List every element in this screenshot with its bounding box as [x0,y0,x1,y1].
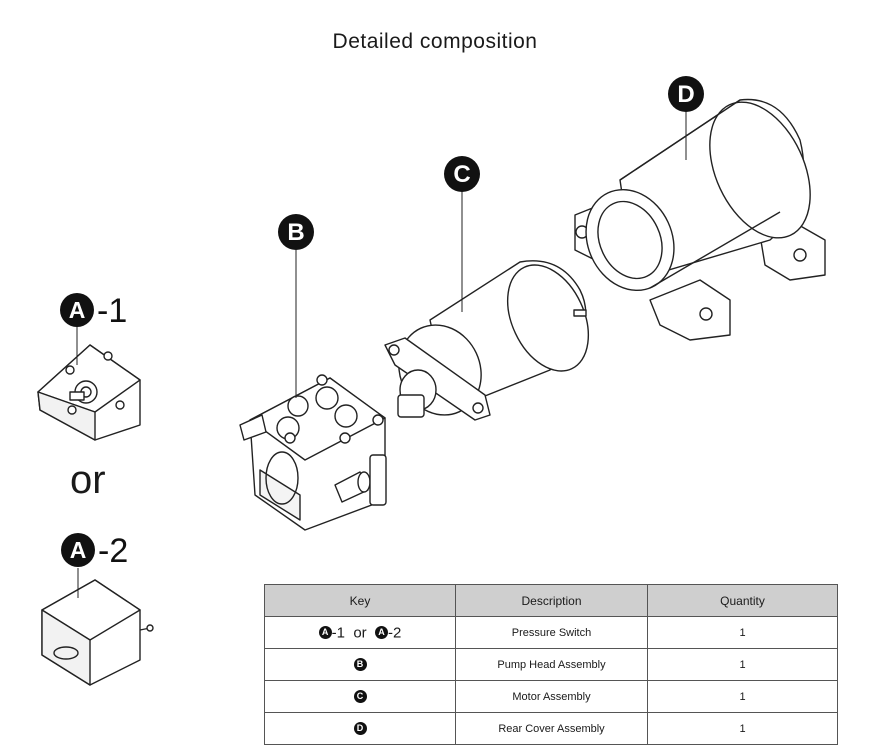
callout-d-badge [668,76,704,112]
key-cell: C [264,680,456,713]
parts-table: Key Description Quantity A-1 or A-2 Pres… [264,584,838,745]
callout-c-letter: C [453,161,470,188]
key-badge: B [353,658,367,671]
quantity-cell: 1 [647,616,838,649]
key-cell: D [264,712,456,745]
callout-a1-badge [60,293,94,327]
pressure-switch-a1-drawing [37,344,141,441]
header-quantity: Quantity [647,584,838,617]
description-cell: Rear Cover Assembly [455,712,648,745]
quantity-cell: 1 [647,712,838,745]
callout-b: B [278,214,314,250]
table-row: C Motor Assembly 1 [264,680,838,713]
or-label: or [70,458,106,502]
header-description: Description [455,584,648,617]
key-badge: A [375,626,389,640]
header-key: Key [264,584,456,617]
rear-cover-assembly-drawing [574,98,826,341]
description-cell: Pressure Switch [455,616,648,649]
key-cell: B [264,648,456,681]
table-row: D Rear Cover Assembly 1 [264,712,838,745]
callout-a2: A -2 [61,532,128,570]
pump-head-assembly-drawing [239,374,387,531]
callout-a2-letter: A [70,537,87,563]
callout-b-letter: B [287,219,304,246]
callout-a1-letter: A [69,297,86,323]
table-row: A-1 or A-2 Pressure Switch 1 [264,616,838,649]
page-title: Detailed composition [332,30,538,53]
key-badge: C [353,690,367,703]
key-badge: D [353,722,367,735]
key-suffix: -2 [388,624,402,642]
quantity-cell: 1 [647,680,838,713]
table-header-row: Key Description Quantity [264,584,838,617]
callout-d: D [668,76,704,112]
key-or: or [353,624,367,642]
callout-c-badge [444,156,480,192]
callout-d-letter: D [677,81,694,108]
description-cell: Motor Assembly [455,680,648,713]
key-suffix: -1 [331,624,345,642]
callout-b-badge [278,214,314,250]
callout-c: C [444,156,480,192]
description-cell: Pump Head Assembly [455,648,648,681]
callout-a2-suffix: -2 [98,532,128,570]
quantity-cell: 1 [647,648,838,681]
key-badge: A [318,626,332,640]
pressure-switch-a2-drawing [41,579,154,686]
key-cell: A-1 or A-2 [264,616,456,649]
callout-a2-badge [61,533,95,567]
motor-assembly-drawing [384,260,590,421]
table-row: B Pump Head Assembly 1 [264,648,838,681]
callout-a1: A -1 [60,292,127,330]
callout-a1-suffix: -1 [97,292,127,330]
